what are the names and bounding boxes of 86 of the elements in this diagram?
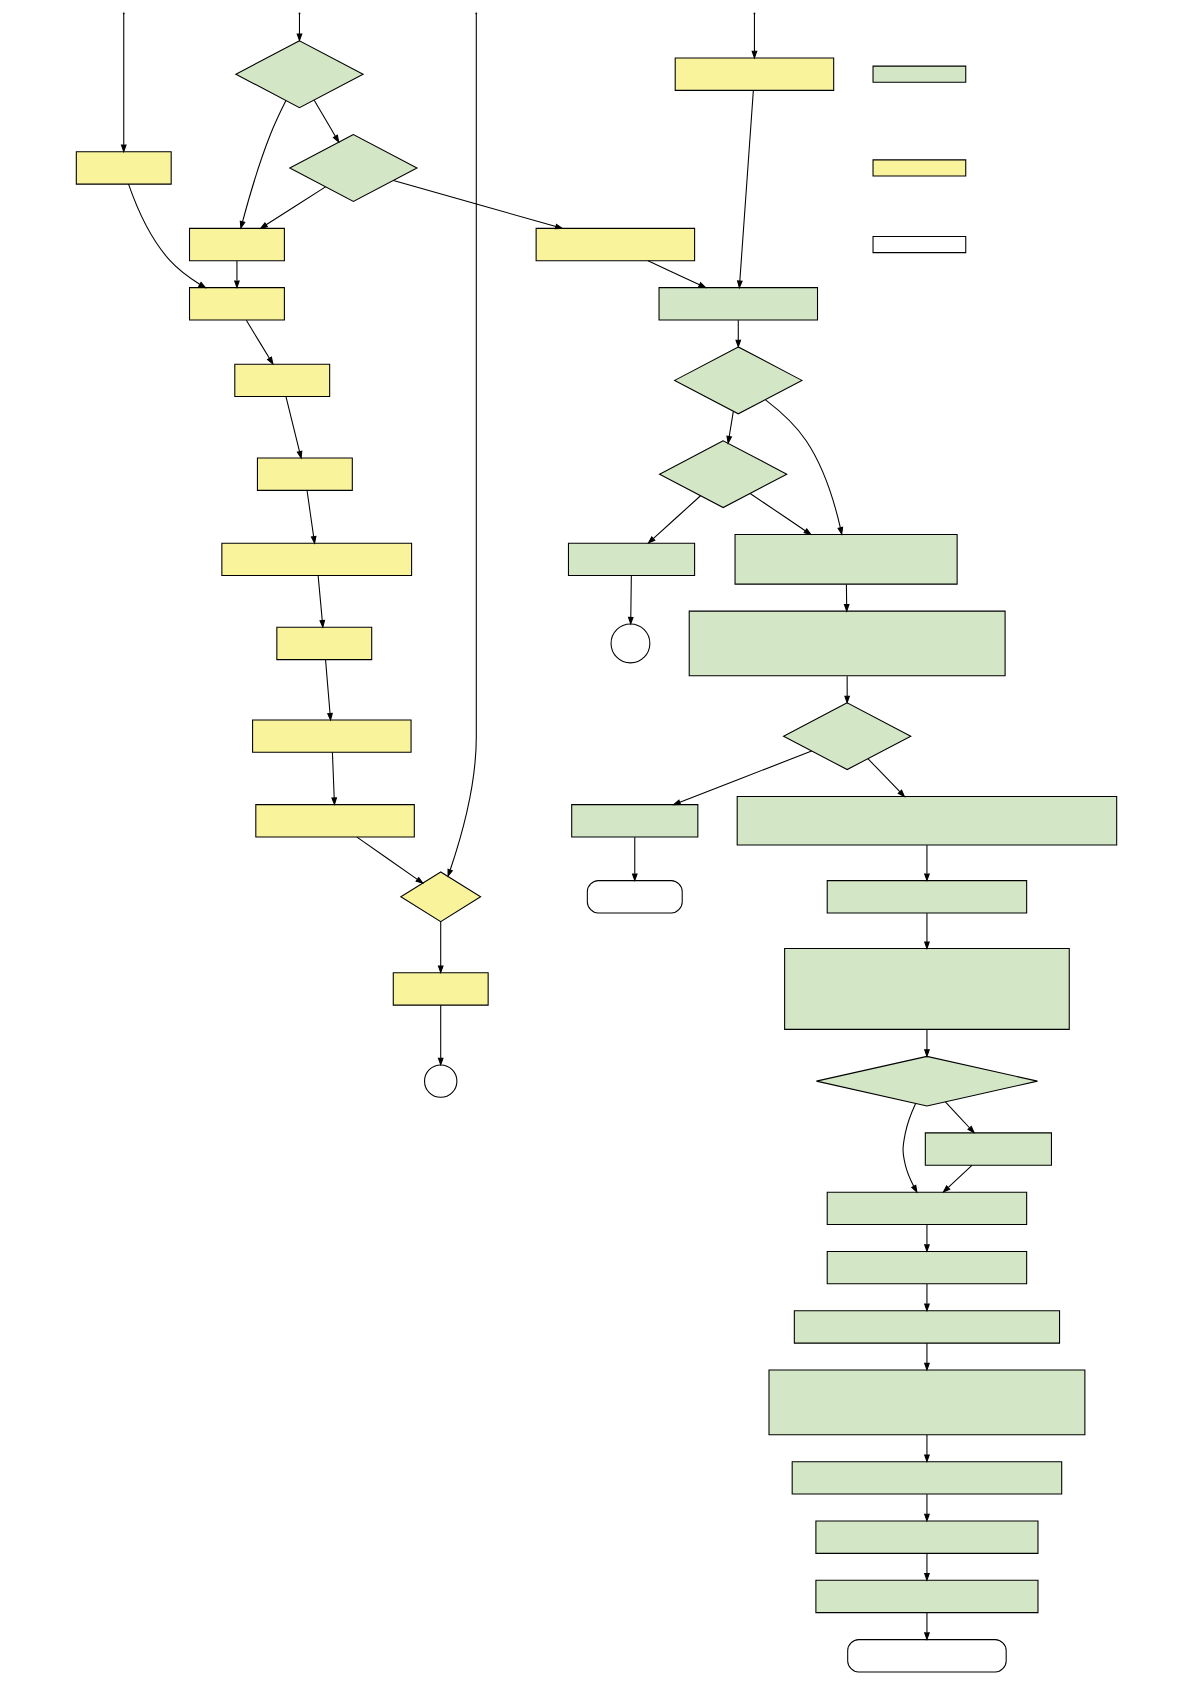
node-circle [423, 1064, 457, 1098]
arrow [923, 1283, 930, 1313]
arrow [923, 1434, 930, 1464]
node-box [570, 804, 698, 838]
node-box [674, 57, 834, 91]
arrow [233, 260, 240, 290]
arrow [313, 99, 339, 144]
arrow [324, 659, 333, 722]
arrow [330, 751, 337, 807]
node-box [256, 457, 353, 491]
node-box [275, 626, 372, 661]
arrow [923, 1342, 930, 1372]
arrow [843, 675, 850, 705]
arrow [923, 1493, 930, 1523]
arrow [646, 495, 701, 545]
arrow [750, 13, 757, 60]
node-box [75, 151, 172, 185]
node-box [233, 363, 330, 398]
node-circle [610, 623, 650, 664]
arrow [646, 260, 707, 289]
node-box [846, 1639, 1007, 1673]
arrow [306, 489, 317, 545]
node-box [826, 880, 1027, 914]
node-diamond [815, 1055, 1038, 1107]
arrow [764, 399, 843, 536]
node-box [254, 804, 415, 838]
node-box [567, 542, 695, 577]
node-box [736, 796, 1117, 846]
node-box [924, 1132, 1052, 1166]
node-box [392, 972, 489, 1006]
node-box [793, 1310, 1060, 1344]
arrow [749, 492, 812, 536]
arrow [127, 183, 207, 289]
node-box [188, 287, 285, 321]
arrow [843, 584, 850, 613]
arrow [736, 90, 754, 290]
node-diamond [781, 702, 912, 771]
node-box [872, 235, 966, 254]
arrow [437, 1004, 444, 1067]
node-diamond [234, 40, 364, 109]
arrow [627, 575, 634, 626]
arrow [923, 1029, 930, 1058]
node-diamond [657, 440, 788, 509]
node-box [251, 719, 412, 753]
node-box [658, 287, 818, 321]
arrow [725, 410, 734, 445]
node-box [734, 534, 958, 585]
arrow [120, 13, 127, 154]
arrow [258, 186, 326, 230]
arrow [631, 836, 638, 883]
arrow [923, 1224, 930, 1253]
arrow [923, 1553, 930, 1582]
node-diamond [673, 346, 803, 415]
node-box [872, 65, 966, 83]
node-box [826, 1250, 1027, 1285]
node-box [872, 159, 966, 177]
arrow [317, 575, 325, 629]
arrow [867, 758, 906, 798]
arrow [239, 100, 286, 230]
arrow [284, 396, 302, 460]
node-box [586, 880, 683, 914]
arrow [355, 836, 424, 885]
arrow [941, 1164, 972, 1194]
node-box [814, 1520, 1039, 1554]
node-diamond [399, 871, 482, 923]
arrow [437, 921, 444, 975]
arrow [944, 1101, 975, 1134]
arrow [902, 1103, 918, 1194]
arrow [671, 750, 812, 806]
arrow [295, 13, 302, 43]
arrow [923, 844, 930, 883]
arrow [392, 179, 564, 230]
node-box [814, 1579, 1039, 1614]
arrow [923, 912, 930, 951]
node-box [783, 948, 1070, 1030]
node-box [767, 1369, 1085, 1436]
node-box [791, 1461, 1062, 1495]
node-box [535, 227, 695, 262]
node-box [220, 542, 412, 577]
arrow [923, 1612, 930, 1641]
node-box [688, 610, 1006, 677]
arrow [447, 13, 477, 878]
arrow [734, 319, 741, 349]
arrow [245, 319, 274, 366]
node-box [826, 1191, 1027, 1226]
node-box [188, 227, 285, 262]
